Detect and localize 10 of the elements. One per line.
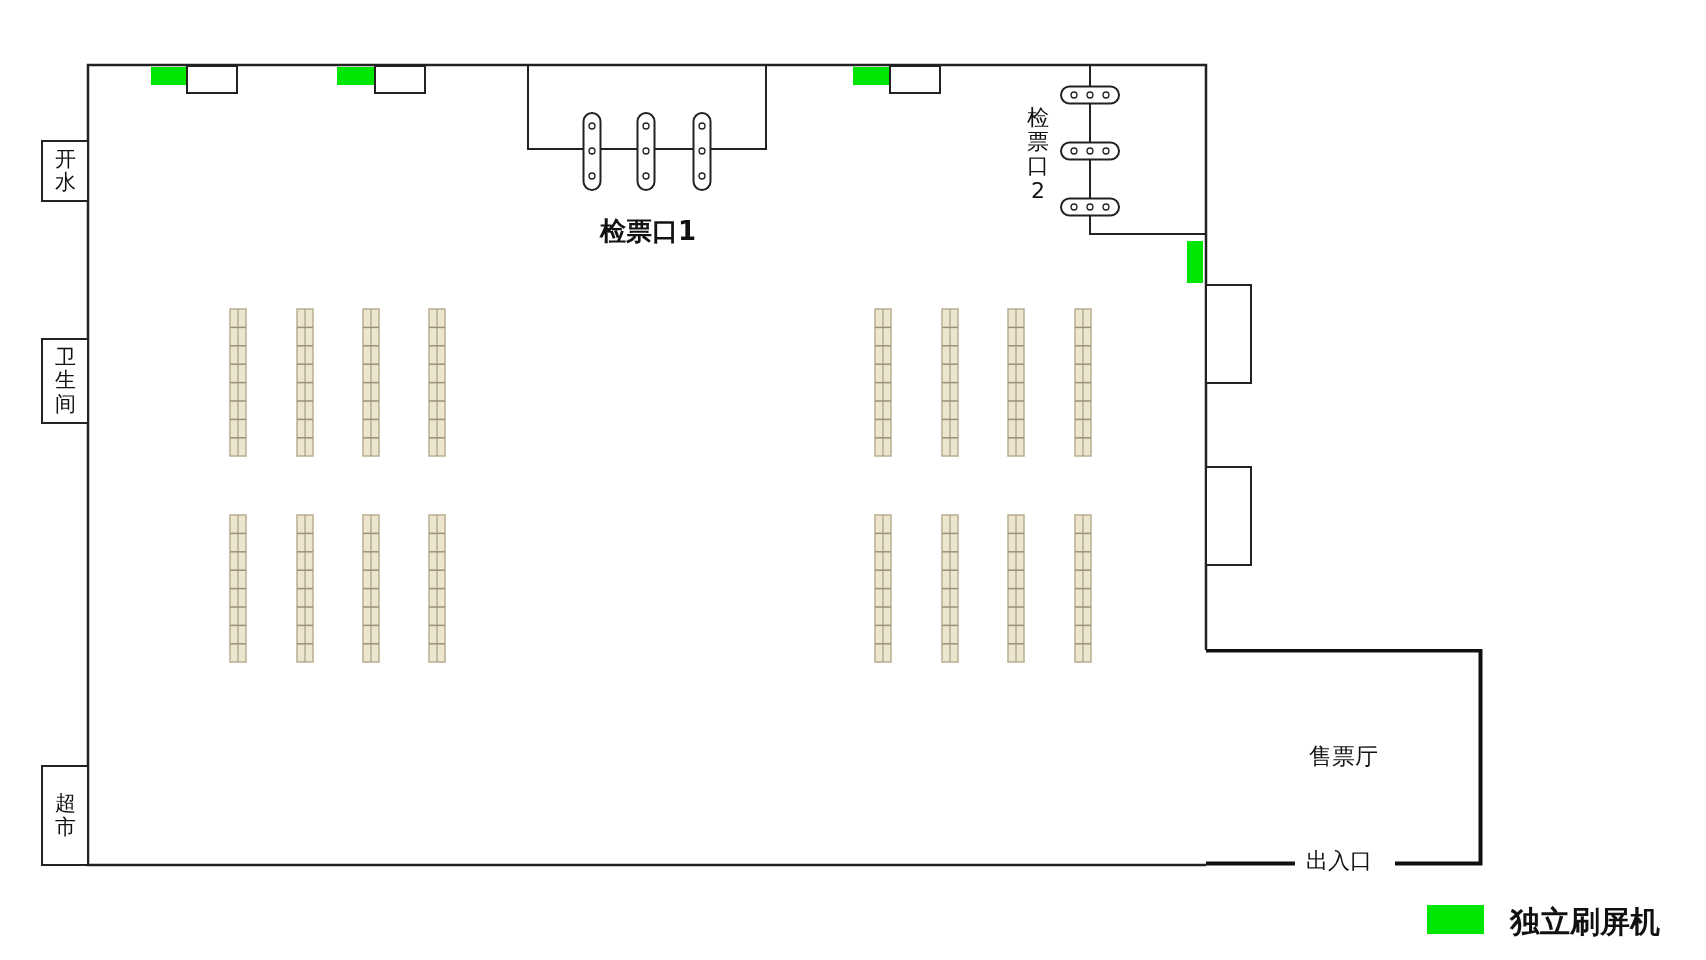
gate-label: 检票口2 bbox=[1026, 106, 1050, 203]
room-box: 超市 bbox=[41, 765, 89, 866]
legend-text: 独立刷屏机 bbox=[1510, 903, 1660, 941]
gate-label: 检票口1 bbox=[600, 215, 697, 248]
entrance-label: 出入口 bbox=[1306, 847, 1372, 875]
room-box: 开水 bbox=[41, 140, 89, 202]
room-box bbox=[1205, 284, 1252, 384]
room-label: 售票厅 bbox=[1309, 742, 1378, 771]
room-box: 卫生间 bbox=[41, 338, 89, 424]
room-box bbox=[1205, 466, 1252, 566]
